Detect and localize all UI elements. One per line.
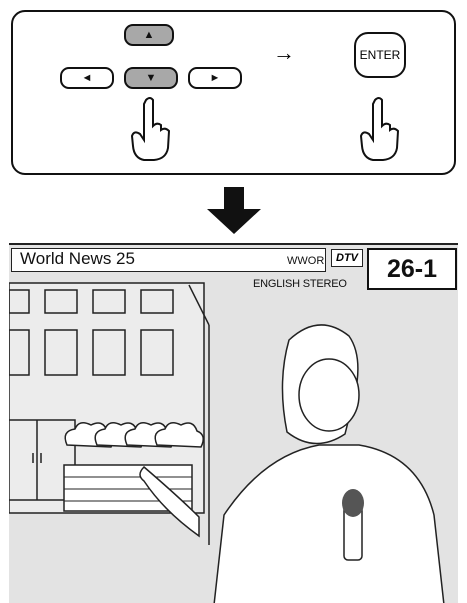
up-arrow-icon: ▲ <box>144 29 155 41</box>
news-scene-illustration <box>9 245 458 603</box>
up-button[interactable]: ▲ <box>124 24 174 46</box>
left-arrow-icon: ◄ <box>82 72 93 84</box>
channel-box: 26-1 <box>367 248 457 290</box>
flow-arrow-icon: → <box>273 40 295 66</box>
tv-screen <box>9 243 458 603</box>
station-name: WWOR <box>287 255 324 267</box>
audio-info: ENGLISH STEREO <box>253 278 347 290</box>
enter-label: ENTER <box>360 48 401 62</box>
right-button[interactable]: ► <box>188 67 242 89</box>
channel-number: 26-1 <box>387 255 437 284</box>
right-arrow-icon: ► <box>210 72 221 84</box>
dtv-badge: DTV <box>331 249 363 267</box>
left-button[interactable]: ◄ <box>60 67 114 89</box>
program-title: World News 25 <box>20 249 135 269</box>
down-button[interactable]: ▼ <box>124 67 178 89</box>
hand-pointer-icon <box>357 96 403 162</box>
hand-pointer-icon <box>128 96 174 162</box>
big-down-arrow-icon <box>205 187 263 235</box>
enter-button[interactable]: ENTER <box>354 32 406 78</box>
down-arrow-icon: ▼ <box>146 72 157 84</box>
